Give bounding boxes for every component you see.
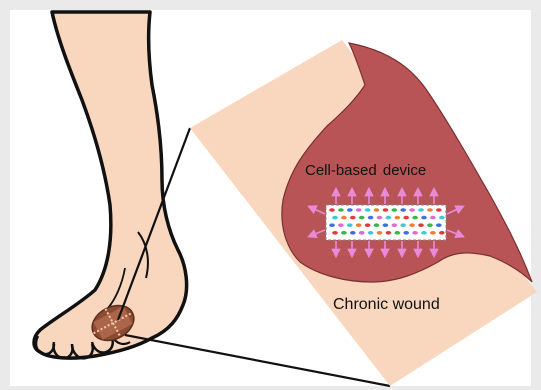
wound-label: Chronic wound <box>333 296 440 314</box>
cell-dot <box>439 216 445 220</box>
cell-dot <box>365 208 371 212</box>
cell-dot <box>383 208 389 212</box>
cell-dot <box>347 223 353 227</box>
cell-dot <box>395 231 401 235</box>
cell-dot <box>409 208 415 212</box>
cell-dot <box>418 223 424 227</box>
cell-dot <box>436 208 442 212</box>
cell-dot <box>374 223 380 227</box>
cell-dot <box>400 208 406 212</box>
cell-dot <box>332 216 338 220</box>
cell-dot <box>359 231 365 235</box>
cell-dot <box>347 208 353 212</box>
cell-dot <box>386 216 392 220</box>
cell-dot <box>418 208 424 212</box>
cell-dot <box>395 216 401 220</box>
cell-dot <box>332 231 338 235</box>
cell-dot <box>421 216 427 220</box>
cell-dot <box>392 223 398 227</box>
cell-dot <box>356 223 362 227</box>
cell-dot <box>350 231 356 235</box>
cell-dot <box>412 216 418 220</box>
cell-dot <box>329 223 335 227</box>
cell-dot <box>421 231 427 235</box>
cell-dot <box>374 208 380 212</box>
cell-dot <box>338 208 344 212</box>
device-label: Cell-based device <box>305 162 426 179</box>
cell-dot <box>368 216 374 220</box>
cell-dot <box>427 223 433 227</box>
cell-dot <box>383 223 389 227</box>
cell-dot <box>409 223 415 227</box>
cell-dot <box>365 223 371 227</box>
zoom-line-bottom <box>125 335 390 386</box>
cell-dot <box>386 231 392 235</box>
cell-dot <box>350 216 356 220</box>
cell-dot <box>436 223 442 227</box>
cell-dot <box>412 231 418 235</box>
cell-dot <box>427 208 433 212</box>
cell-dot <box>338 223 344 227</box>
cell-dot <box>368 231 374 235</box>
cell-dot <box>329 208 335 212</box>
cell-dot <box>359 216 365 220</box>
cell-dot <box>377 216 383 220</box>
cell-dot <box>400 223 406 227</box>
cell-dot <box>403 216 409 220</box>
cell-dot <box>341 231 347 235</box>
cell-dot <box>392 208 398 212</box>
cell-dot <box>430 231 436 235</box>
cell-dot <box>341 216 347 220</box>
cell-dot <box>377 231 383 235</box>
cell-dot <box>403 231 409 235</box>
cell-dot <box>356 208 362 212</box>
cell-dot <box>439 231 445 235</box>
cell-dot <box>430 216 436 220</box>
